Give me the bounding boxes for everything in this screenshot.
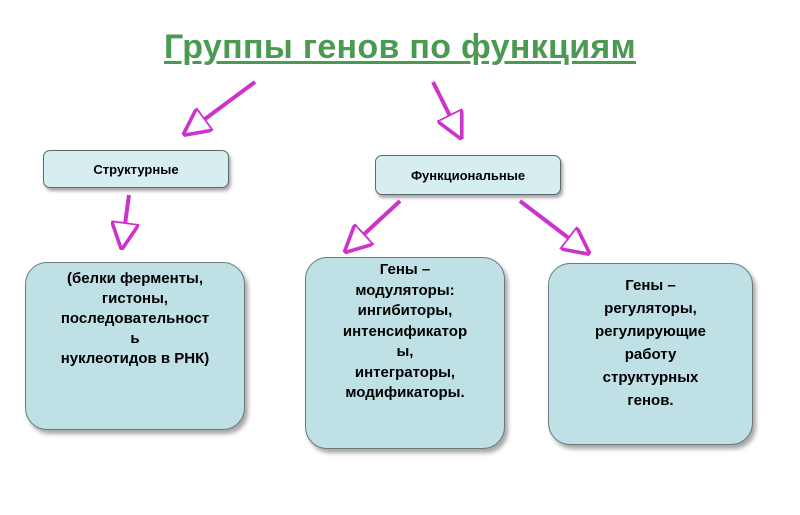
card-line: гистоны, xyxy=(101,290,169,307)
page-title: Группы генов по функциям xyxy=(164,28,636,66)
card-regulator-genes: Гены – регуляторы, регулирующие работу с… xyxy=(548,263,753,445)
card-line: интеграторы, xyxy=(354,363,456,381)
card-line: ингибиторы, xyxy=(357,302,453,319)
card-line: нуклеотидов в РНК) xyxy=(60,350,210,367)
card-line: структурных xyxy=(602,369,699,386)
arrow-title-to-structural xyxy=(186,80,257,133)
card-line: регулирующие xyxy=(595,323,706,340)
card-line: интенсификатор xyxy=(342,322,468,340)
card-line: Гены – xyxy=(625,277,676,294)
arrow-structural-to-card xyxy=(122,194,129,246)
card-line: модуляторы: xyxy=(355,281,455,299)
card-line: модификаторы. xyxy=(345,384,465,401)
card-line: ь xyxy=(130,330,140,347)
node-structural: Структурные xyxy=(43,150,229,188)
card-line: ы, xyxy=(396,343,414,360)
node-functional: Функциональные xyxy=(375,155,561,195)
card-line: генов. xyxy=(627,392,674,409)
card-modulator-genes: Гены – модуляторы: ингибиторы, интенсифи… xyxy=(305,257,505,449)
card-line: Гены – xyxy=(379,261,431,278)
arrow-functional-to-regulators xyxy=(518,199,587,252)
card-structural-genes: (белки ферменты, гистоны, последовательн… xyxy=(25,262,245,430)
card-line: регуляторы, xyxy=(604,300,697,317)
arrow-functional-to-modulators xyxy=(347,199,402,250)
card-line: последовательност xyxy=(60,310,210,327)
card-line: работу xyxy=(624,346,677,363)
card-line: (белки ферменты, xyxy=(66,270,204,287)
arrow-title-to-functional xyxy=(431,81,460,136)
